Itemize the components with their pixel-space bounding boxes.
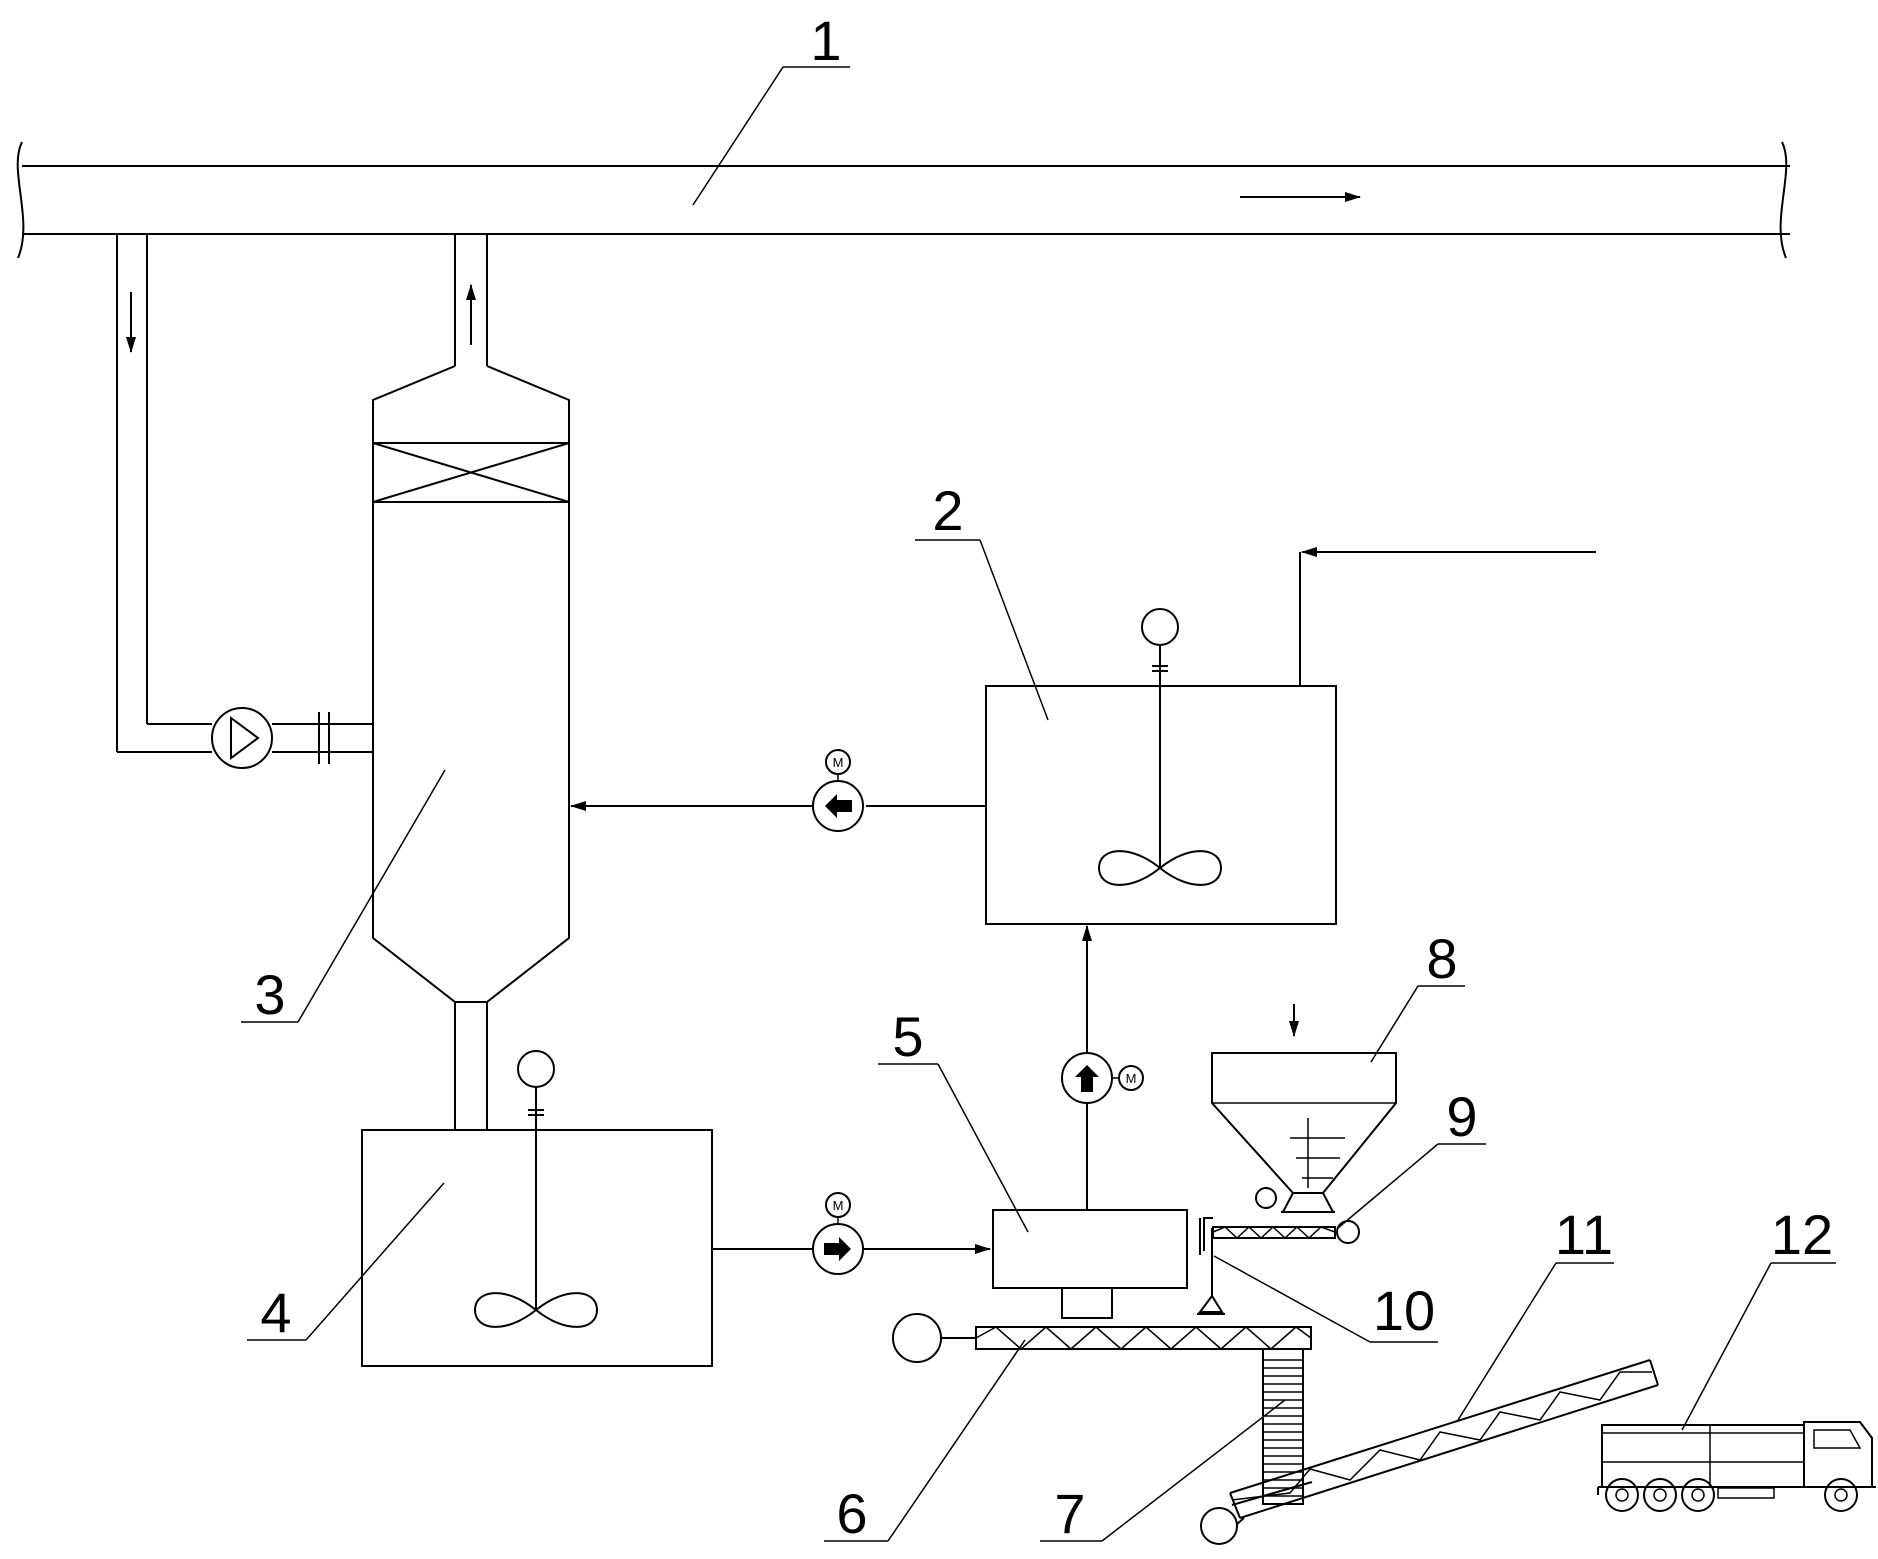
screw-conveyor xyxy=(892,1313,1312,1363)
hopper xyxy=(1211,1052,1397,1213)
callout-3: 3 xyxy=(254,963,285,1026)
separator xyxy=(992,1209,1188,1319)
water-feed-line xyxy=(1299,547,1596,686)
leader-lines xyxy=(241,66,1836,1542)
callout-4: 4 xyxy=(260,1281,291,1344)
callout-7: 7 xyxy=(1054,1482,1085,1545)
callout-9: 9 xyxy=(1446,1085,1477,1148)
motor-symbol: M xyxy=(1126,1071,1137,1086)
slurry-tank xyxy=(985,608,1337,925)
absorption-tower xyxy=(372,365,570,1003)
callout-5: 5 xyxy=(892,1005,923,1068)
main-duct xyxy=(16,141,1790,259)
circulation-pump xyxy=(211,707,273,769)
motor-symbol: M xyxy=(833,1198,844,1213)
callout-1: 1 xyxy=(810,9,841,72)
filtrate-return-pump: M xyxy=(1061,1052,1144,1104)
pump-discharge-pipe xyxy=(272,712,372,764)
circulation-tank xyxy=(361,1050,713,1367)
callout-8: 8 xyxy=(1426,927,1457,990)
small-screw-conveyor xyxy=(1212,1220,1360,1244)
motor-symbol: M xyxy=(833,755,844,770)
callout-6: 6 xyxy=(836,1482,867,1545)
slurry-feed-pump: M xyxy=(812,749,864,832)
separator-feed-pump: M xyxy=(812,1192,864,1275)
tower-bottom-pipe xyxy=(454,1002,488,1130)
inclined-conveyor xyxy=(1200,1359,1659,1545)
callout-11: 11 xyxy=(1555,1203,1613,1266)
outlet-pipe xyxy=(454,234,488,366)
inlet-branch-pipe xyxy=(116,234,212,753)
callout-2: 2 xyxy=(932,479,963,542)
callout-10: 10 xyxy=(1373,1279,1435,1342)
dosing-pipe xyxy=(1197,1217,1225,1315)
callout-12: 12 xyxy=(1771,1203,1833,1266)
dump-truck xyxy=(1597,1421,1876,1512)
